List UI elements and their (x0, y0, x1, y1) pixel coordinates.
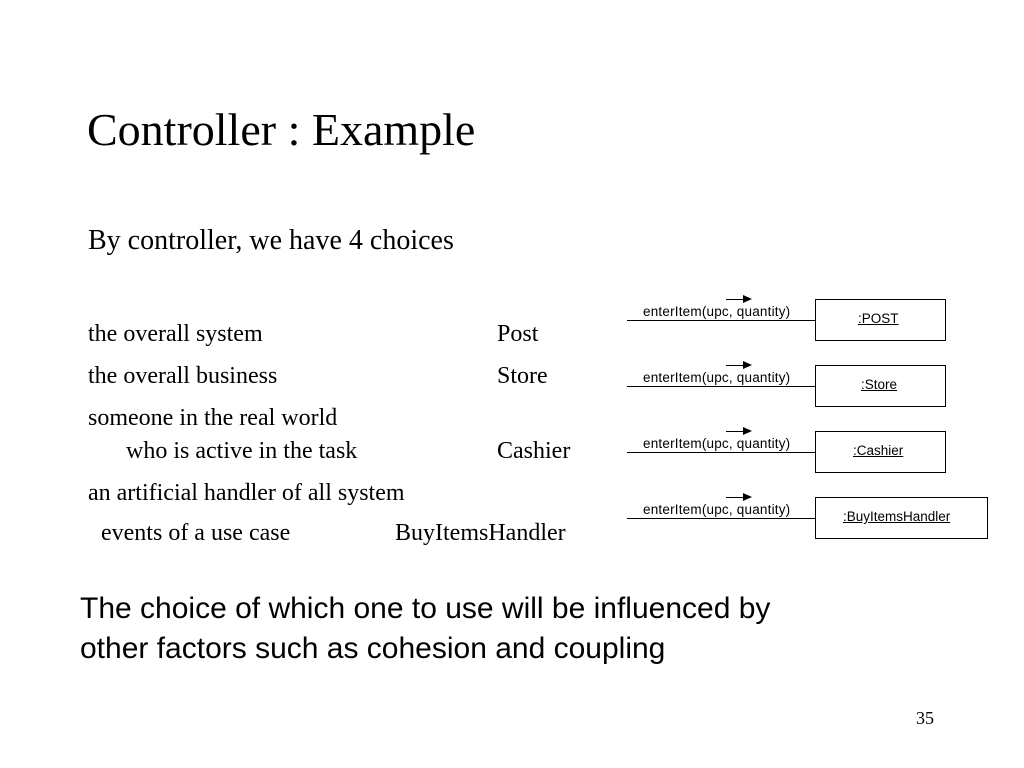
choice-1-controller: Post (497, 321, 539, 347)
choice-2-controller: Store (497, 363, 548, 389)
message-label: enterItem(upc, quantity) (643, 502, 791, 517)
message-arrow-icon (726, 427, 752, 435)
message-arrow-icon (726, 361, 752, 369)
choice-3-description-line1: someone in the real world (88, 405, 338, 431)
object-box-post (815, 299, 946, 341)
choice-4-description-line1: an artificial handler of all system (88, 480, 405, 506)
choice-2-description: the overall business (88, 363, 278, 389)
choice-4-controller: BuyItemsHandler (395, 520, 566, 546)
choice-4-description-line2: events of a use case (101, 520, 291, 546)
message-link (627, 320, 815, 321)
message-arrow-icon (726, 295, 752, 303)
message-label: enterItem(upc, quantity) (643, 370, 791, 385)
message-label: enterItem(upc, quantity) (643, 304, 791, 319)
choice-3-description-line2: who is active in the task (126, 438, 358, 464)
object-label-store: :Store (861, 377, 898, 392)
choice-3-controller: Cashier (497, 438, 571, 464)
page-number: 35 (916, 708, 934, 728)
footer-note-line1: The choice of which one to use will be i… (80, 592, 771, 625)
slide-subtitle: By controller, we have 4 choices (88, 225, 454, 256)
object-label-post: :POST (858, 311, 899, 326)
object-label-cashier: :Cashier (853, 443, 904, 458)
message-link (627, 452, 815, 453)
message-arrow-icon (726, 493, 752, 501)
footer-note: The choice of which one to use will be i… (80, 589, 900, 669)
footer-note-line2: other factors such as cohesion and coupl… (80, 632, 666, 665)
slide-title: Controller : Example (87, 104, 476, 155)
object-box-buyitemshandler (815, 497, 988, 539)
choice-1-description: the overall system (88, 321, 263, 347)
object-label-buyitemshandler: :BuyItemsHandler (843, 509, 951, 524)
object-box-cashier (815, 431, 946, 473)
message-label: enterItem(upc, quantity) (643, 436, 791, 451)
message-link (627, 518, 815, 519)
object-box-store (815, 365, 946, 407)
message-link (627, 386, 815, 387)
